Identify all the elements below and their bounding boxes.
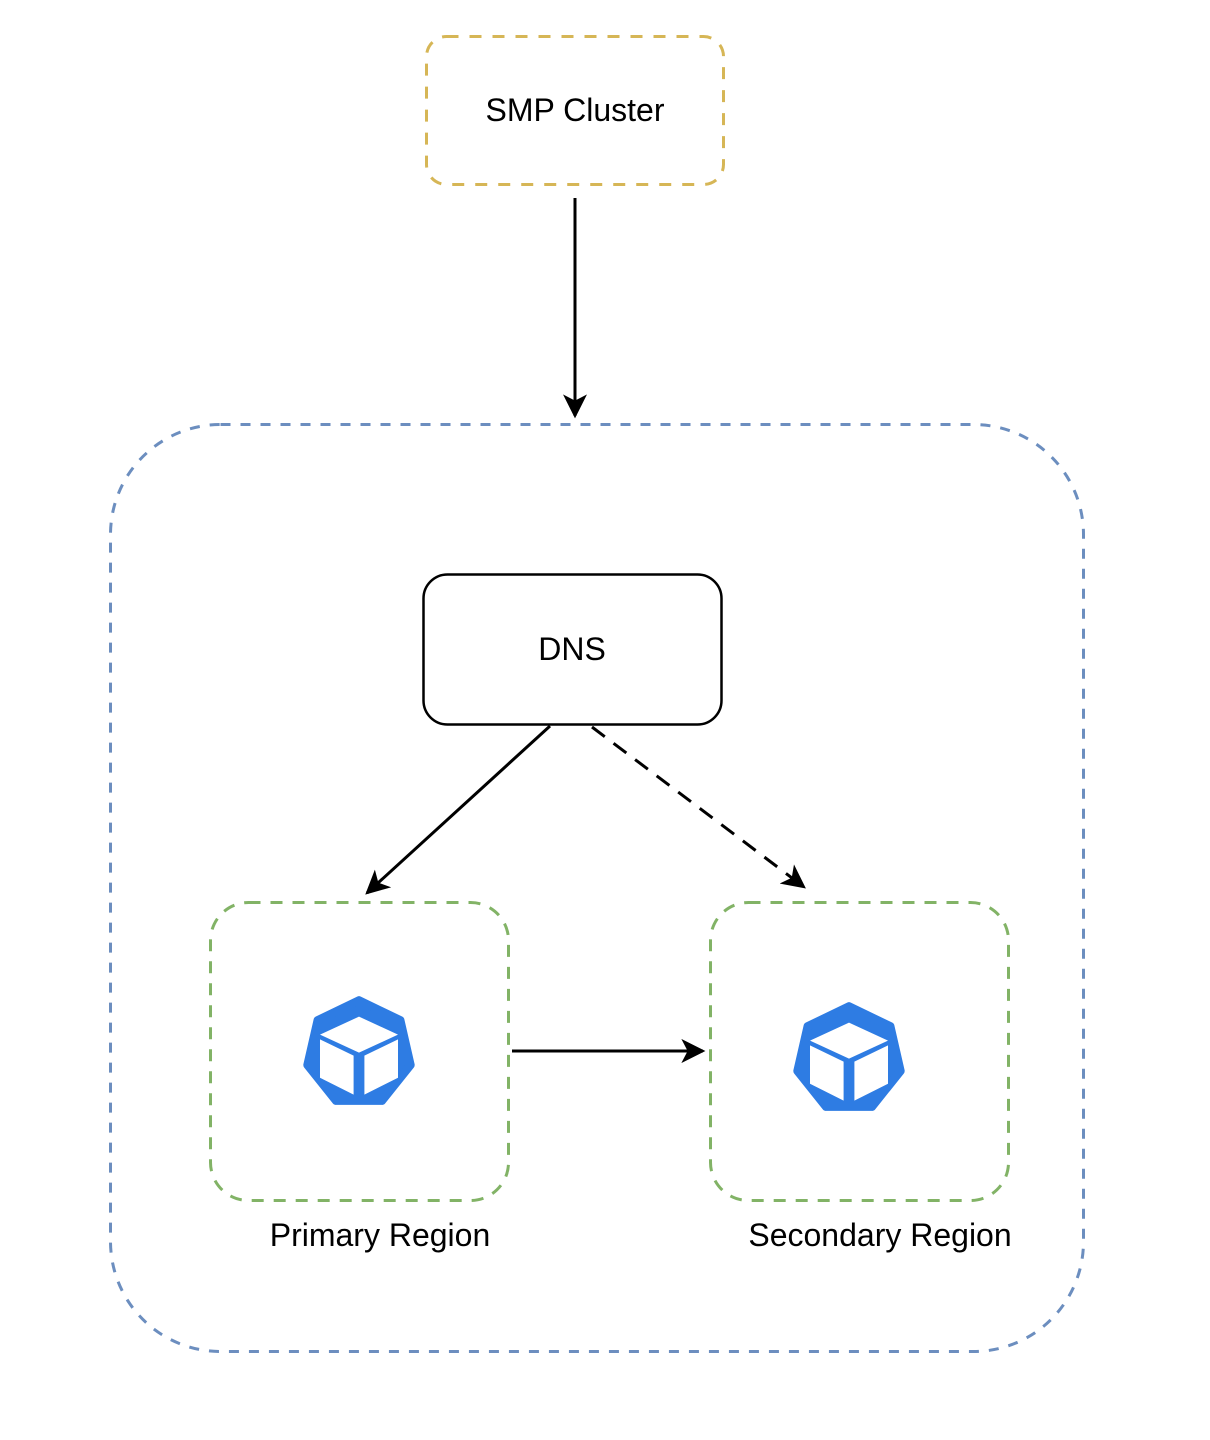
primary-region-label: Primary Region bbox=[269, 1216, 491, 1253]
kubernetes-cluster-icon bbox=[299, 992, 419, 1112]
region-container-box bbox=[109, 423, 1085, 1353]
smp-cluster-label: SMP Cluster bbox=[485, 92, 665, 129]
secondary-region-label: Secondary Region bbox=[748, 1216, 1012, 1253]
edge-dns-to-secondary bbox=[591, 725, 806, 889]
kubernetes-cluster-icon bbox=[789, 998, 909, 1118]
dns-box bbox=[422, 573, 723, 726]
smp-cluster-box bbox=[425, 35, 725, 186]
edge-dns-to-primary bbox=[365, 724, 552, 895]
dns-label: DNS bbox=[538, 630, 606, 667]
